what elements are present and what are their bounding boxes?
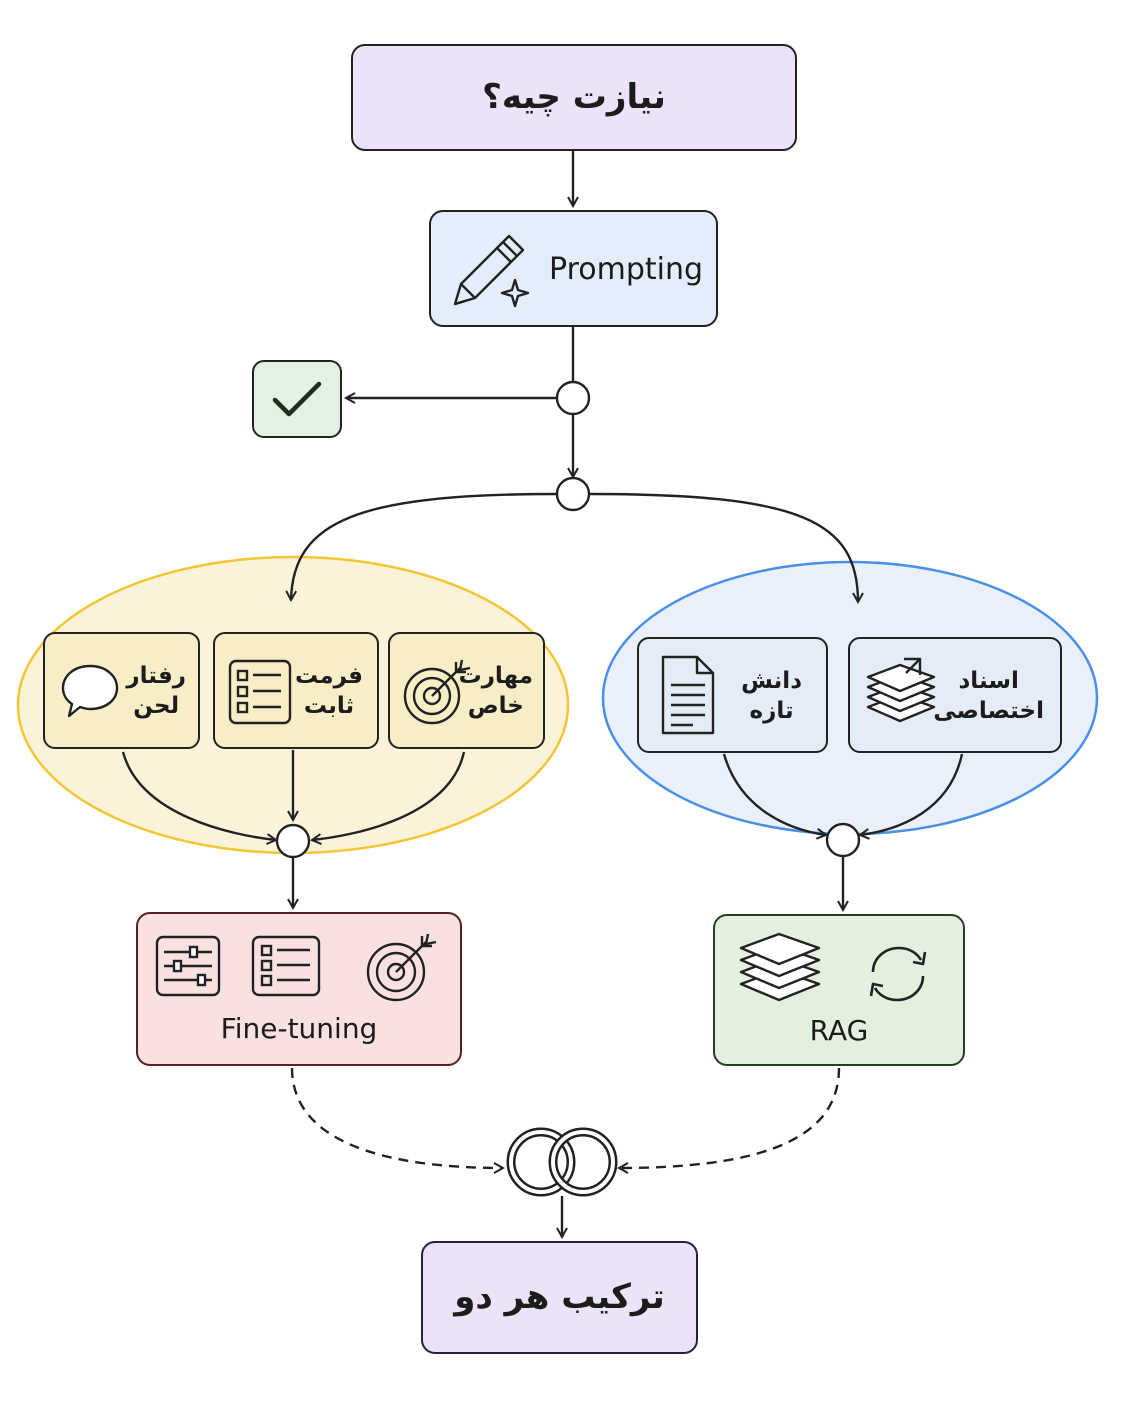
document-icon [661,655,715,735]
pencil-sparkle-icon [453,234,530,308]
fine-tuning-label: Fine-tuning [220,1012,378,1045]
fresh-knowledge-card: دانش تازه [637,637,828,753]
target-icon [366,933,437,1002]
split-junction [555,476,591,512]
fixed-format-card: فرمت ثابت [213,632,379,749]
rag-label: RAG [809,1014,869,1047]
sliders-icon [155,935,221,997]
checkmark-icon [272,381,322,417]
fixed-format-line2: ثابت [303,692,355,719]
combine-node: ترکیب هر دو [421,1241,698,1354]
fixed-format-line1: فرمت [295,663,363,689]
private-docs-line2: اختصاصی [933,697,1044,724]
speech-bubble-icon [61,664,119,718]
special-skill-card: مهارت خاص [388,632,545,749]
arrow-fine-tuning-to-combine [290,1067,503,1168]
checklist-icon [228,659,292,725]
start-label: نیازت چیه؟ [482,77,666,118]
start-node: نیازت چیه؟ [351,44,797,151]
arrow-rag-to-combine [619,1067,841,1168]
fresh-knowledge-line2: تازه [749,697,794,724]
success-node [252,360,342,438]
combine-label: ترکیب هر دو [454,1277,665,1318]
rag-node: RAG [713,914,965,1066]
private-docs-card: اسناد اختصاصی [848,637,1062,753]
document-stack-icon [866,657,936,723]
arrow-split-to-fine-tuning-group [291,492,558,600]
private-docs-line1: اسناد [958,668,1019,694]
arrow-fresh-knowledge-to-merge [722,753,826,835]
fresh-knowledge-line1: دانش [741,668,802,694]
special-skill-line2: خاص [467,692,524,719]
arrow-split-to-rag-group [588,492,858,602]
target-icon [403,659,471,725]
tone-behavior-card: رفتار لحن [43,632,200,749]
rag-merge-junction [825,822,861,858]
arrow-skill-to-merge [312,751,466,840]
prompting-node: Prompting [429,210,718,327]
fine-tuning-merge-junction [275,823,311,859]
tone-behavior-line1: رفتار [126,663,186,689]
tone-behavior-line2: لحن [133,692,180,719]
arrow-private-docs-to-merge [860,753,964,835]
special-skill-line1: مهارت [458,663,533,689]
layers-icon [739,932,821,1002]
interlocking-rings-icon [506,1127,618,1197]
checklist-icon [251,935,321,997]
decision-junction [555,380,591,416]
arrow-tone-to-merge [121,751,276,840]
prompting-label: Prompting [549,252,704,287]
fine-tuning-node: Fine-tuning [136,912,462,1066]
refresh-icon [869,946,927,1002]
